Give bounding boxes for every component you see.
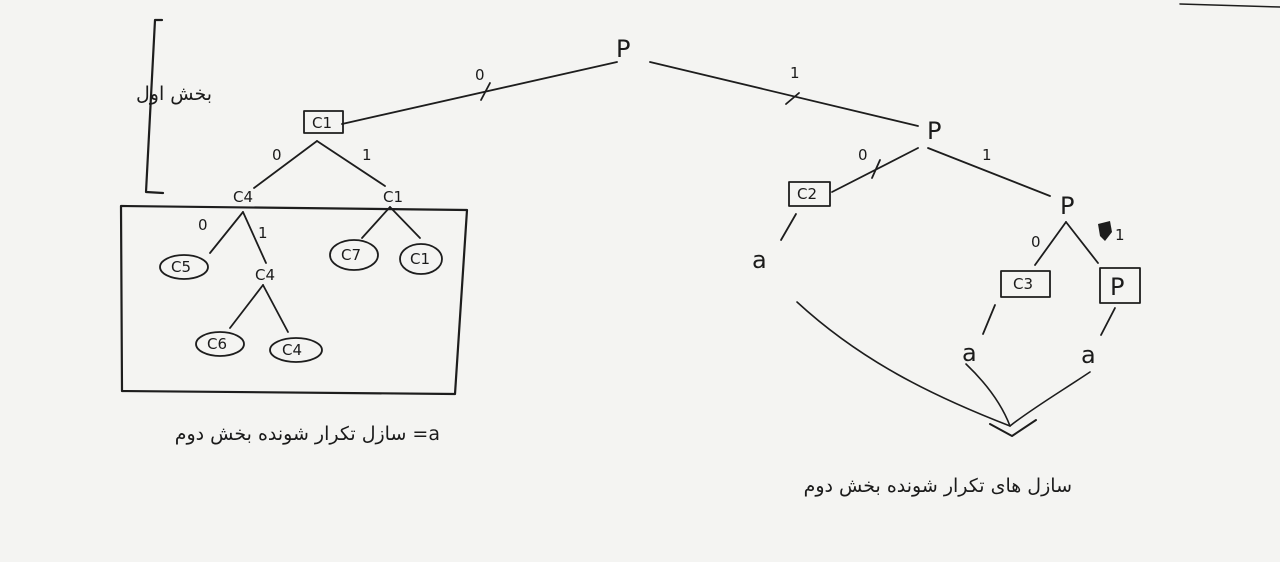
repeated-subtrees-label: ساز‌ل های تکرار شونده بخش دوم [804, 475, 1072, 497]
edge-c4b-c6 [229, 284, 264, 329]
p-box-node: P [1110, 273, 1124, 301]
edge-label-c4-left: 0 [198, 216, 208, 234]
c7-node: C7 [341, 246, 361, 264]
curve-from-p-a [1009, 371, 1091, 427]
c1-b-node: C1 [383, 188, 403, 206]
edge-pmid-pright [927, 147, 1051, 197]
curve-from-left-a [796, 301, 1011, 427]
edge-p-c1 [341, 61, 618, 125]
c5-oval [159, 254, 209, 280]
p-mid-node: P [927, 117, 941, 145]
c1-c-node: C1 [410, 250, 430, 268]
c3-box-node: C3 [1013, 275, 1033, 293]
definition-label: a= ساز‌ل تکرار شونده بخش دوم [175, 423, 440, 445]
c1-c-oval [399, 243, 443, 275]
edge-c3-a [982, 304, 996, 335]
edge-c4b-c4c [262, 284, 289, 333]
edge-c1b-c7 [361, 206, 391, 239]
edge-c2-a [780, 213, 797, 241]
edge-pright-c3 [1034, 221, 1067, 266]
c7-oval [329, 239, 379, 271]
c6-oval [195, 331, 245, 357]
edge-label-root-right: 1 [790, 64, 800, 82]
edge-label-pright-left: 0 [1031, 233, 1041, 251]
c5-node: C5 [171, 258, 191, 276]
curve-from-c3-a [965, 363, 1011, 427]
first-section-bracket [144, 18, 165, 195]
p-box-frame [1099, 267, 1141, 304]
a-p-node: a [1081, 341, 1096, 369]
edge-pright-p [1065, 221, 1099, 264]
tree-edges [209, 61, 1116, 336]
edge-c1-c4 [253, 140, 318, 189]
page-edge-line [1179, 3, 1280, 8]
c6-node: C6 [207, 335, 227, 353]
p-right-node: P [1060, 192, 1074, 220]
first-section-label: بخش اول [136, 83, 212, 105]
c4-a-node: C4 [233, 188, 253, 206]
edge-p-a [1100, 307, 1116, 336]
edge-label-root-left: 0 [475, 66, 485, 84]
second-section-box [119, 204, 469, 396]
c2-box-node: C2 [797, 185, 817, 203]
edge-c4-c5 [209, 211, 244, 254]
root-p-node: P [616, 35, 630, 63]
c1-box-node: C1 [312, 114, 332, 132]
edge-label-pmid-left: 0 [858, 146, 868, 164]
edge-c1-c1 [316, 140, 386, 187]
edge-c4-c4 [242, 211, 267, 264]
c3-box-frame [1000, 270, 1051, 298]
c4-c-node: C4 [282, 341, 302, 359]
a-left-node: a [752, 246, 767, 274]
ink-blot [1098, 221, 1112, 241]
a-c3-node: a [962, 339, 977, 367]
edge-label-c1-left: 0 [272, 146, 282, 164]
convergence-arrow [796, 301, 1091, 437]
edge-c1b-c1c [389, 206, 421, 239]
edge-ticks [480, 82, 881, 179]
c4-c-oval [269, 337, 323, 363]
edge-label-c1-right: 1 [362, 146, 372, 164]
c1-box-frame [303, 110, 344, 134]
edge-label-pmid-right: 1 [982, 146, 992, 164]
c4-b-node: C4 [255, 266, 275, 284]
edge-label-c4-right: 1 [258, 224, 268, 242]
edge-p-pmid [649, 61, 919, 127]
edge-label-pright-right: 1 [1115, 226, 1125, 244]
arrow-head-icon [989, 419, 1037, 437]
c2-box-frame [788, 181, 831, 207]
